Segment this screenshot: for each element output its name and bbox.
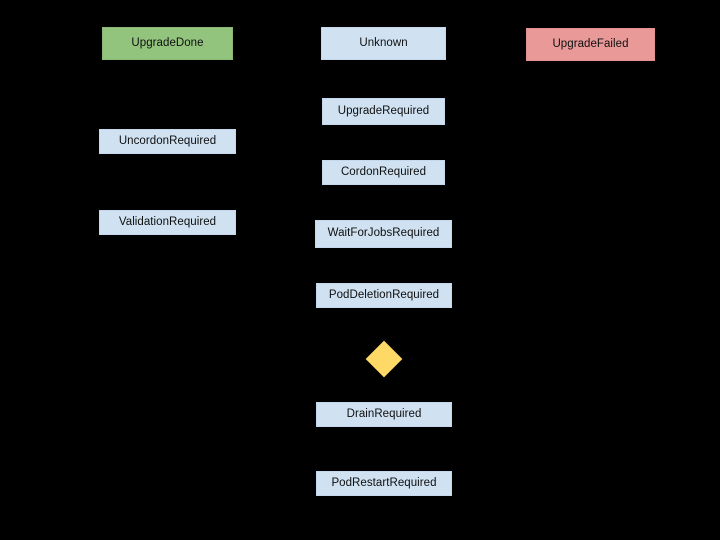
node-upgrade-failed[interactable]: UpgradeFailed xyxy=(526,28,655,61)
node-label-pod-restart-required: PodRestartRequired xyxy=(331,476,437,489)
node-label-unknown: Unknown xyxy=(359,36,408,49)
diamond-node-decision-diamond[interactable] xyxy=(365,340,403,378)
node-label-upgrade-done: UpgradeDone xyxy=(131,36,204,49)
node-upgrade-done[interactable]: UpgradeDone xyxy=(102,27,233,60)
node-label-wait-for-jobs-required: WaitForJobsRequired xyxy=(327,227,440,240)
node-label-validation-required: ValidationRequired xyxy=(118,215,217,228)
node-validation-required[interactable]: ValidationRequired xyxy=(99,210,236,235)
node-wait-for-jobs-required[interactable]: WaitForJobsRequired xyxy=(315,220,452,248)
node-pod-restart-required[interactable]: PodRestartRequired xyxy=(316,471,452,496)
node-label-uncordon-required: UncordonRequired xyxy=(118,134,217,147)
node-upgrade-required[interactable]: UpgradeRequired xyxy=(322,98,445,125)
node-drain-required[interactable]: DrainRequired xyxy=(316,402,452,427)
node-uncordon-required[interactable]: UncordonRequired xyxy=(99,129,236,154)
node-unknown[interactable]: Unknown xyxy=(321,27,446,60)
node-label-upgrade-failed: UpgradeFailed xyxy=(552,37,629,50)
node-pod-deletion-required[interactable]: PodDeletionRequired xyxy=(316,283,452,308)
node-cordon-required[interactable]: CordonRequired xyxy=(322,160,445,185)
node-label-pod-deletion-required: PodDeletionRequired xyxy=(328,288,440,301)
node-label-drain-required: DrainRequired xyxy=(346,407,422,420)
node-label-cordon-required: CordonRequired xyxy=(340,165,427,178)
node-label-upgrade-required: UpgradeRequired xyxy=(337,104,430,117)
